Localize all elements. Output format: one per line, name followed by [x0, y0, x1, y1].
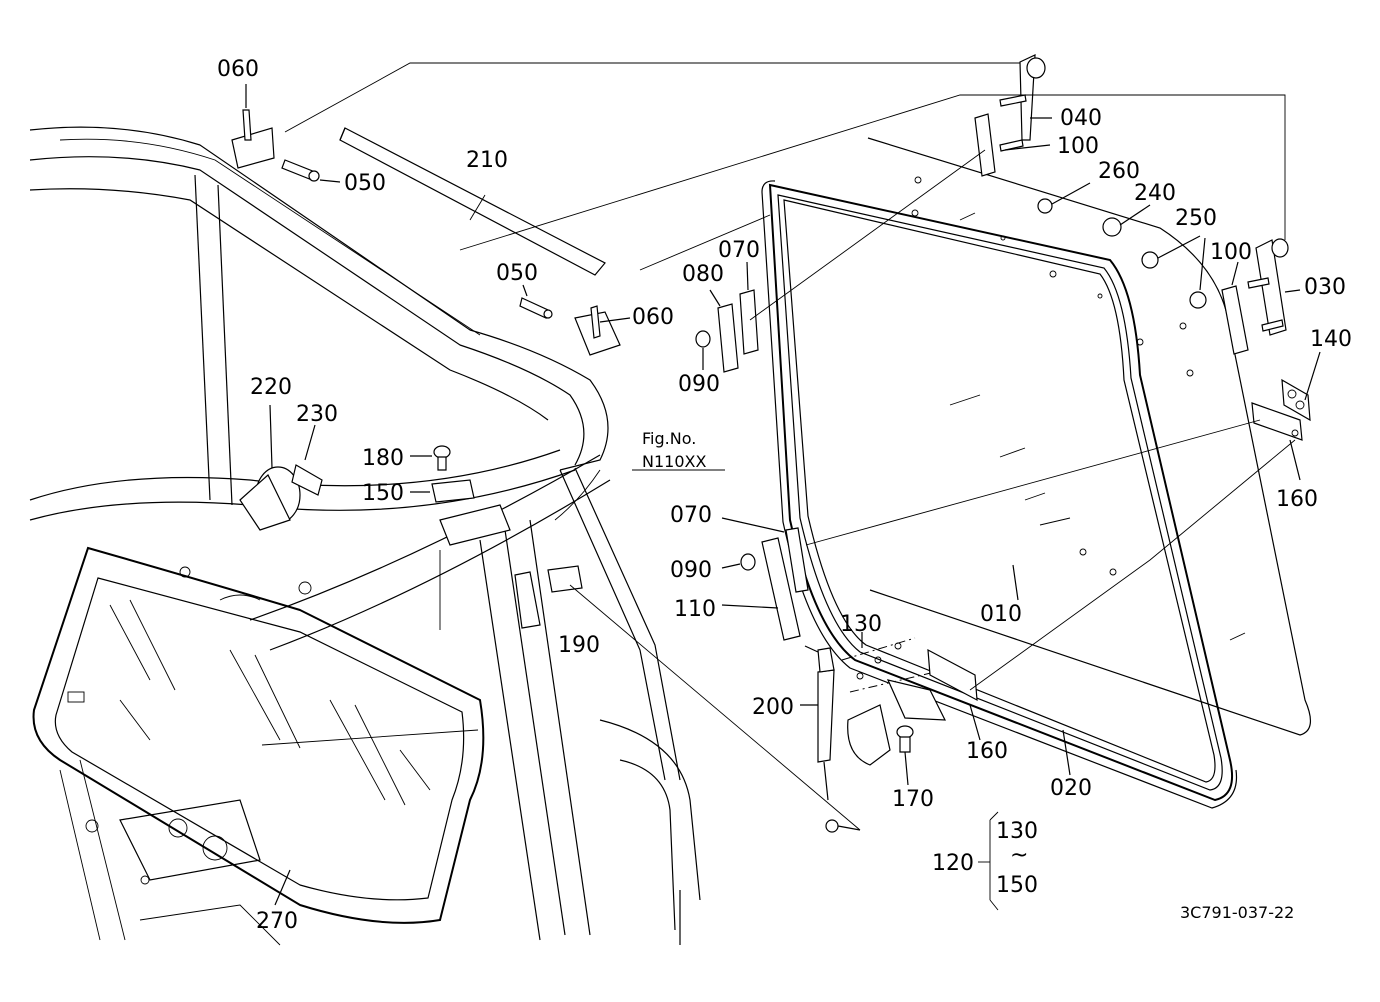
part-140-latch-plate	[1281, 351, 1321, 422]
label-160-right: 160	[1276, 487, 1318, 512]
label-080: 080	[682, 262, 724, 287]
label-030: 030	[1304, 275, 1346, 300]
label-020: 020	[1050, 776, 1092, 801]
part-250-nut	[1141, 235, 1207, 309]
label-130-range: 130	[996, 819, 1038, 844]
part-050-pin-mid	[519, 284, 553, 319]
part-070-plate-lower	[721, 517, 809, 593]
label-070-lower: 070	[670, 503, 712, 528]
part-060-pin-top	[242, 84, 252, 141]
range-separator: ~	[1010, 843, 1028, 868]
label-170: 170	[892, 787, 934, 812]
label-050-mid: 050	[496, 261, 538, 286]
label-100-right: 100	[1210, 240, 1252, 265]
part-160-plate-lower	[927, 648, 981, 741]
label-100-top: 100	[1057, 134, 1099, 159]
label-120: 120	[932, 851, 974, 876]
part-100-plate-right	[1221, 261, 1284, 355]
label-140: 140	[1310, 327, 1352, 352]
part-180-screw	[410, 445, 451, 471]
part-220-230-knob	[239, 404, 323, 531]
label-180: 180	[362, 446, 404, 471]
part-110-bracket	[721, 537, 801, 641]
label-220: 220	[250, 375, 292, 400]
label-090-upper: 090	[678, 372, 720, 397]
part-020-door-frame-seal	[761, 180, 1238, 809]
part-240-bushing	[1102, 204, 1151, 237]
label-110: 110	[674, 597, 716, 622]
part-090-nut-lower	[721, 553, 756, 571]
part-100-plate-top	[974, 94, 1051, 177]
part-010-door-glass	[867, 137, 1311, 736]
label-150-range: 150	[996, 873, 1038, 898]
part-060-pin-mid	[590, 305, 631, 339]
leader-lines	[261, 62, 1296, 911]
fig-ref-line2: N110XX	[642, 452, 706, 471]
part-130-latch	[841, 632, 946, 766]
label-200: 200	[752, 695, 794, 720]
part-270-rear-glass	[32, 546, 485, 924]
label-050-top: 050	[344, 171, 386, 196]
part-170-screw	[896, 725, 914, 786]
part-070-plate-upper	[739, 261, 759, 355]
label-090-lower: 090	[670, 558, 712, 583]
label-230: 230	[296, 402, 338, 427]
label-130-top: 130	[840, 612, 882, 637]
part-260-nut	[1037, 182, 1091, 214]
label-250: 250	[1175, 206, 1217, 231]
label-060-mid: 060	[632, 305, 674, 330]
label-160-lower: 160	[966, 739, 1008, 764]
label-070-upper: 070	[718, 238, 760, 263]
label-210: 210	[466, 148, 508, 173]
drawing-code: 3C791-037-22	[1180, 903, 1294, 922]
label-190: 190	[558, 633, 600, 658]
part-080-plate	[709, 289, 739, 373]
label-150-left: 150	[362, 481, 404, 506]
part-040-hinge	[1019, 54, 1052, 141]
fig-ref-line1: Fig.No.	[642, 429, 696, 448]
label-040: 040	[1060, 106, 1102, 131]
part-150-block	[410, 479, 475, 503]
label-270: 270	[256, 909, 298, 934]
part-050-pin-top	[281, 159, 341, 183]
part-030-hinge	[1255, 238, 1301, 336]
part-200-gas-strut	[800, 645, 861, 833]
label-060-top: 060	[217, 57, 259, 82]
part-labels: 060 050 210 050 060 220 230 180 150 Fig.…	[217, 57, 1352, 934]
label-010: 010	[980, 602, 1022, 627]
label-240: 240	[1134, 181, 1176, 206]
part-090-nut-upper	[695, 330, 711, 370]
cab-frame	[29, 126, 701, 946]
part-160-plate-right	[1251, 402, 1303, 481]
part-210-weatherstrip-bar	[339, 127, 606, 276]
label-260: 260	[1098, 159, 1140, 184]
